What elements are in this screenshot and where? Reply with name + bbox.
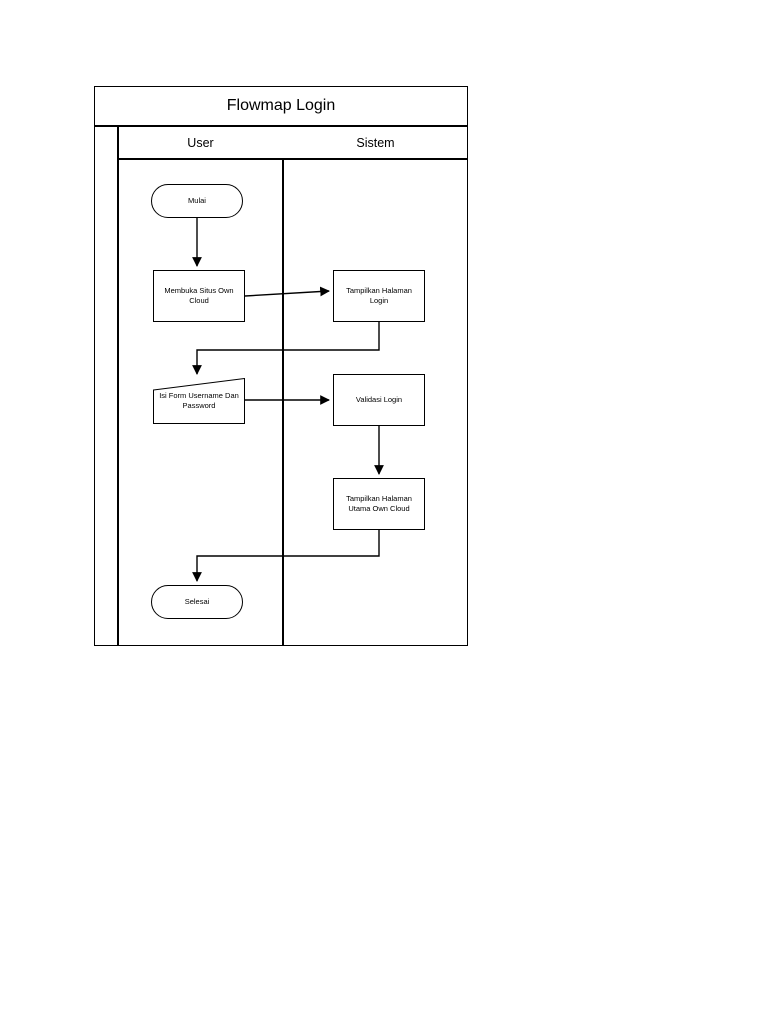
diagram-title: Flowmap Login xyxy=(226,97,336,114)
node-mulai-label: Mulai xyxy=(188,195,206,205)
node-isi-form[interactable]: Isi Form Username Dan Password xyxy=(153,378,245,424)
column-header-sistem: Sistem xyxy=(356,135,395,150)
node-tampilkan-halaman-login[interactable]: Tampilkan Halaman Login xyxy=(333,270,425,322)
diagram-title-band xyxy=(94,86,468,126)
node-tampilkan-halaman-utama-label: Tampilkan Halaman Utama Own Cloud xyxy=(346,493,412,513)
node-membuka-situs-label: Membuka Situs Own Cloud xyxy=(164,285,234,305)
node-membuka-situs[interactable]: Membuka Situs Own Cloud xyxy=(153,270,245,322)
node-tampilkan-halaman-utama[interactable]: Tampilkan Halaman Utama Own Cloud xyxy=(333,478,425,530)
swimlane-user xyxy=(118,159,283,646)
node-tampilkan-halaman-login-label: Tampilkan Halaman Login xyxy=(346,285,412,305)
column-header-band xyxy=(118,126,468,159)
manual-input-shape-icon xyxy=(153,378,245,424)
column-header-user: User xyxy=(187,135,214,150)
node-mulai[interactable]: Mulai xyxy=(151,184,243,218)
swimlane-sistem xyxy=(283,159,468,646)
node-selesai-label: Selesai xyxy=(184,596,210,606)
left-margin-column xyxy=(94,126,118,646)
node-validasi-login-label: Validasi Login xyxy=(355,394,403,404)
node-validasi-login[interactable]: Validasi Login xyxy=(333,374,425,426)
node-isi-form-label: Isi Form Username Dan Password xyxy=(159,390,239,410)
node-selesai[interactable]: Selesai xyxy=(151,585,243,619)
